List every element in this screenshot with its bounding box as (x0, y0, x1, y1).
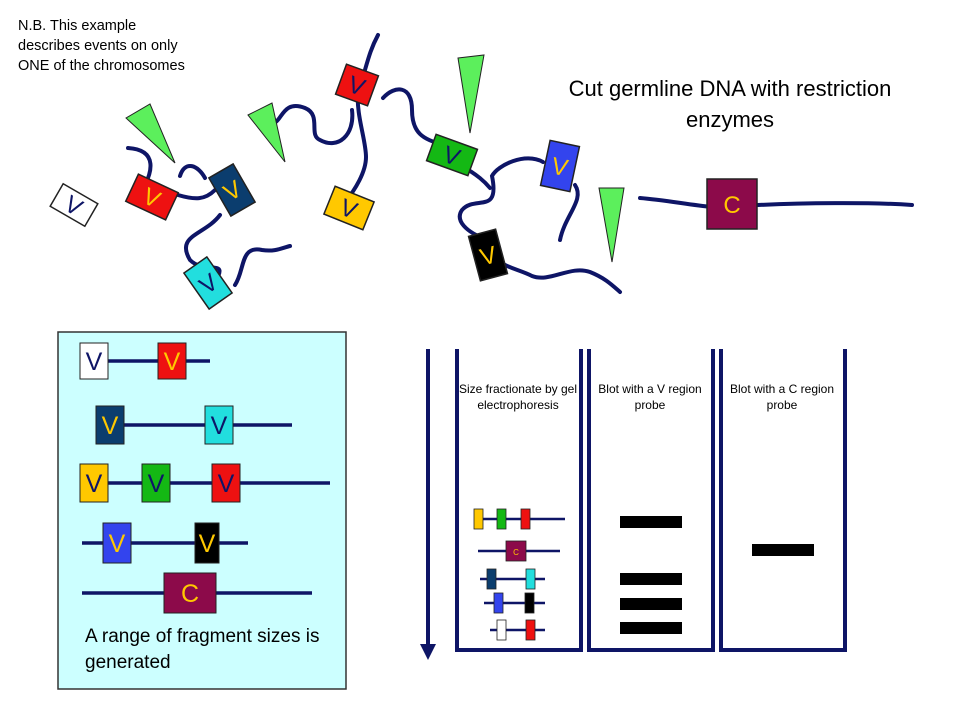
diagram-heading: Cut germline DNA with restriction enzyme… (568, 76, 892, 132)
v-segment-black: V (467, 228, 509, 282)
mini-v-cyan (525, 568, 536, 590)
mini-v-red-2 (525, 619, 536, 641)
blot-band (620, 516, 682, 528)
v-segment-label: V (102, 412, 119, 440)
restriction-enzyme-icon (247, 102, 286, 163)
v-segment-red-top: V (334, 63, 380, 107)
fragment-v-navy: V (95, 405, 125, 445)
mini-v-orange (473, 508, 484, 530)
v-segment-label: V (477, 241, 499, 271)
dna-strand (268, 104, 355, 146)
mini-c-label: C (513, 548, 519, 557)
blot-band (620, 622, 682, 634)
germline-segments: V V V V V V V V (49, 63, 758, 311)
c-segment: C (706, 178, 758, 230)
dna-strand (756, 201, 914, 207)
mini-v-black (524, 592, 535, 614)
dna-strand (558, 183, 580, 242)
v-segment-green: V (425, 133, 479, 177)
gel-lane-title: Size fractionate by gel electrophoresis (458, 382, 578, 412)
mini-v-red (520, 508, 531, 530)
fragment-v-black: V (194, 522, 220, 564)
restriction-enzyme-icon (457, 54, 485, 134)
blot-band (620, 598, 682, 610)
blot-band (620, 573, 682, 585)
c-blot-title: Blot with a C region probe (729, 382, 835, 412)
v-segment-label: V (109, 530, 126, 558)
fragment-panel-background (57, 331, 347, 690)
germline-dna-fragments (126, 33, 914, 294)
dna-strand (498, 260, 622, 294)
v-segment-label: V (199, 530, 216, 558)
dna-strand (183, 213, 222, 284)
v-segment-navy: V (207, 162, 257, 218)
v-segment-white: V (49, 182, 99, 228)
v-segment-label: V (148, 470, 165, 498)
gel-mini-fragments: C (473, 508, 565, 641)
c-blot-bands (752, 544, 814, 556)
fragment-c: C (163, 572, 217, 614)
note-text: N.B. This example describes events on on… (18, 18, 185, 74)
mini-v-blue (493, 592, 504, 614)
v-segment-orange: V (322, 185, 376, 231)
v-segment-cyan: V (182, 255, 234, 311)
gel-lanes (455, 349, 847, 652)
mini-v-navy (486, 568, 497, 590)
v-segment-label: V (164, 348, 181, 376)
v-segment-label: V (211, 412, 228, 440)
fragment-v-red-2: V (211, 463, 241, 503)
fragment-v-orange: V (79, 463, 109, 503)
mini-c (505, 540, 527, 562)
fragment-v-green: V (141, 463, 171, 503)
v-segment-label: V (218, 470, 235, 498)
dna-strand (381, 87, 447, 147)
dna-strand (233, 244, 292, 287)
v-segment-label: V (549, 153, 570, 183)
fragment-v-cyan: V (204, 405, 234, 445)
c-blot-lane-outline (719, 349, 847, 652)
dna-strand (176, 188, 217, 201)
dna-strand (178, 164, 207, 180)
fragment-v-red: V (157, 342, 187, 380)
fragment-v-blue: V (102, 522, 132, 564)
blot-band (752, 544, 814, 556)
fragment-v-white: V (79, 342, 109, 380)
dna-strand (457, 156, 545, 242)
v-segment-label: V (86, 470, 103, 498)
mini-v-green (496, 508, 507, 530)
v-segment-label: V (86, 348, 103, 376)
fragment-panel: V V V V V V V (57, 331, 347, 690)
restriction-enzymes (125, 54, 625, 263)
c-segment-label: C (723, 192, 740, 219)
restriction-enzyme-icon (125, 103, 176, 164)
gel-lane-outline (455, 349, 583, 652)
dna-strand (638, 196, 714, 209)
v-segment-blue: V (539, 139, 581, 193)
dna-strand (343, 90, 369, 204)
restriction-enzyme-icon (598, 187, 625, 263)
v-blot-title: Blot with a V region probe (598, 382, 702, 412)
mini-v-white (496, 619, 507, 641)
v-blot-lane-outline (587, 349, 715, 652)
v-segment-red: V (124, 173, 180, 221)
fragment-caption: A range of fragment sizes is generated (85, 626, 320, 673)
c-segment-label: C (181, 580, 199, 608)
v-blot-bands (620, 516, 682, 634)
